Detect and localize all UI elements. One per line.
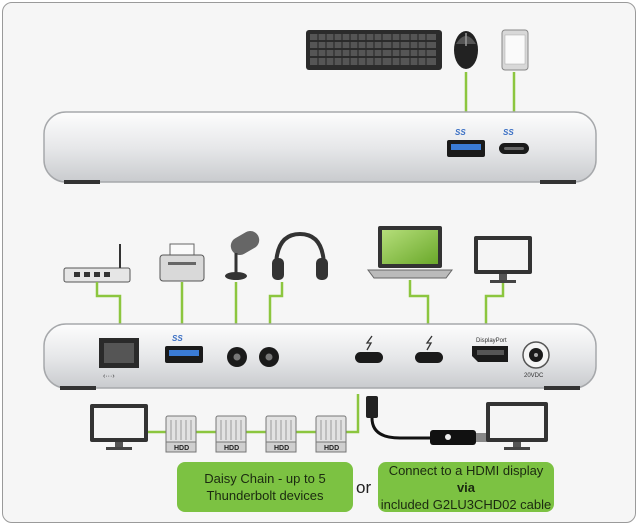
rear-usb-a-port	[165, 346, 203, 363]
svg-text:‹···›: ‹···›	[103, 373, 115, 380]
daisy-chain-line2: Thunderbolt devices	[206, 488, 324, 503]
hdd-icon: HDD	[215, 415, 247, 453]
or-label: or	[356, 478, 372, 497]
power-port	[522, 341, 550, 369]
dock-front-panel	[43, 111, 597, 184]
front-usb-c-port	[499, 143, 529, 154]
hdmi-display-icon	[486, 402, 548, 450]
usb-ss-label: SS	[455, 128, 466, 137]
hdd-icon: HDD	[265, 415, 297, 453]
daisy-chain-callout: Daisy Chain - up to 5 Thunderbolt device…	[177, 462, 353, 512]
mouse-icon	[454, 31, 478, 69]
usb-ss-label: SS	[503, 128, 514, 137]
displayport-port	[472, 346, 508, 362]
microphone-icon	[225, 231, 260, 280]
displayport-label: DisplayPort	[476, 338, 507, 344]
mic-jack-port	[227, 347, 247, 367]
usb-ss-label: SS	[172, 334, 183, 343]
hdd-label: HDD	[224, 445, 239, 452]
hdd-label: HDD	[274, 445, 289, 452]
thunderbolt-port-1	[355, 335, 383, 363]
hdmi-line2: included G2LU3CHD02 cable	[380, 496, 552, 512]
hdmi-line1-prefix: Connect to a HDMI display	[388, 462, 544, 478]
hdd-icon: HDD	[315, 415, 347, 453]
dock-rear-panel	[43, 323, 597, 390]
laptop-icon	[367, 226, 453, 279]
printer-icon	[159, 243, 205, 282]
tablet-icon	[501, 29, 529, 71]
headphone-jack-port	[259, 347, 279, 367]
router-icon	[63, 244, 131, 283]
hdd-icon: HDD	[165, 415, 197, 453]
hdd-label: HDD	[324, 445, 339, 452]
ethernet-port: ‹···›	[99, 338, 139, 380]
hdmi-callout: Connect to a HDMI display via included G…	[378, 462, 554, 512]
power-label: 20VDC	[524, 373, 544, 379]
monitor-icon	[474, 236, 532, 283]
daisy-chain-line1: Daisy Chain - up to 5	[204, 471, 326, 486]
hdmi-line1-bold: via	[456, 479, 476, 495]
hdd-label: HDD	[174, 445, 189, 452]
front-usb-a-port	[447, 140, 485, 157]
thunderbolt-port-2	[415, 335, 443, 363]
headphones-icon	[272, 231, 328, 280]
daisy-chain-monitor-icon	[90, 404, 148, 450]
keyboard-icon	[306, 30, 442, 70]
daisy-chain-lines	[148, 394, 360, 434]
hdmi-cable-icon	[366, 396, 488, 445]
